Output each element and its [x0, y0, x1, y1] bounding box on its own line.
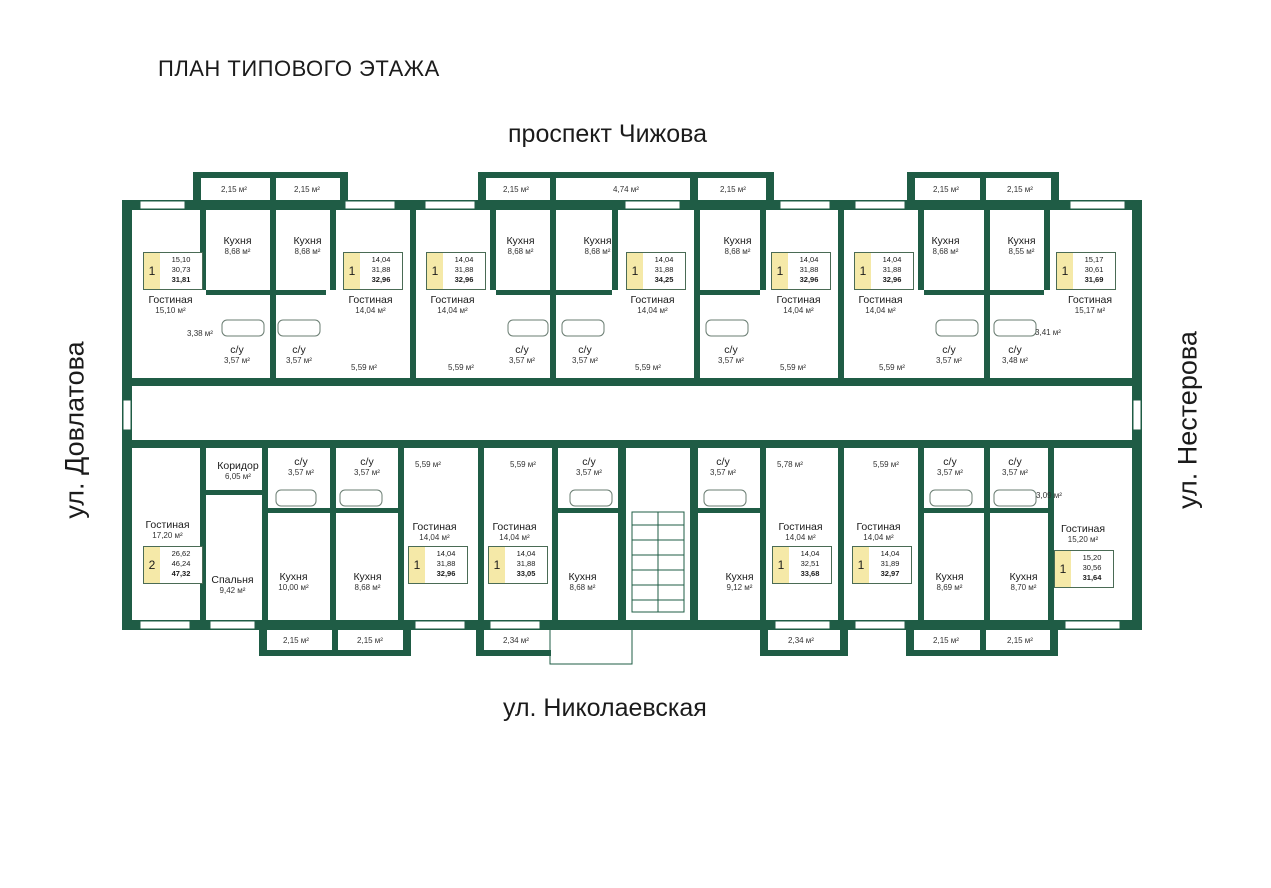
area-label-hall: 3,41 м² — [1035, 328, 1061, 337]
area-label-hall: 5,59 м² — [780, 363, 806, 372]
area-label-hall: 5,59 м² — [635, 363, 661, 372]
area-label-hall: 5,59 м² — [448, 363, 474, 372]
area-label-balcony: 2,34 м² — [503, 636, 529, 645]
area-label-balcony: 2,15 м² — [1007, 185, 1033, 194]
area-label-balcony: 2,15 м² — [221, 185, 247, 194]
area-label-balcony: 2,15 м² — [933, 185, 959, 194]
street-label-top: проспект Чижова — [508, 120, 708, 148]
street-label-bottom: ул. Николаевская — [503, 694, 707, 722]
area-label-hall: 5,78 м² — [777, 460, 803, 469]
area-label-hall: 5,59 м² — [415, 460, 441, 469]
area-label-hall: 5,59 м² — [879, 363, 905, 372]
area-label-balcony: 2,15 м² — [503, 185, 529, 194]
area-label-balcony: 2,15 м² — [283, 636, 309, 645]
area-label-balcony: 2,15 м² — [294, 185, 320, 194]
plan-title: ПЛАН ТИПОВОГО ЭТАЖА — [158, 56, 440, 81]
area-label-balcony: 2,15 м² — [1007, 636, 1033, 645]
area-label-hall: 5,59 м² — [873, 460, 899, 469]
area-label-balcony: 4,74 м² — [613, 185, 639, 194]
area-label-balcony: 2,15 м² — [357, 636, 383, 645]
area-label-hall: 3,09 м² — [1036, 491, 1062, 500]
area-label-hall: 5,59 м² — [510, 460, 536, 469]
area-label-hall: 3,38 м² — [187, 329, 213, 338]
area-label-balcony: 2,15 м² — [933, 636, 959, 645]
area-label-hall: 5,59 м² — [351, 363, 377, 372]
area-label-balcony: 2,15 м² — [720, 185, 746, 194]
area-label-balcony: 2,34 м² — [788, 636, 814, 645]
